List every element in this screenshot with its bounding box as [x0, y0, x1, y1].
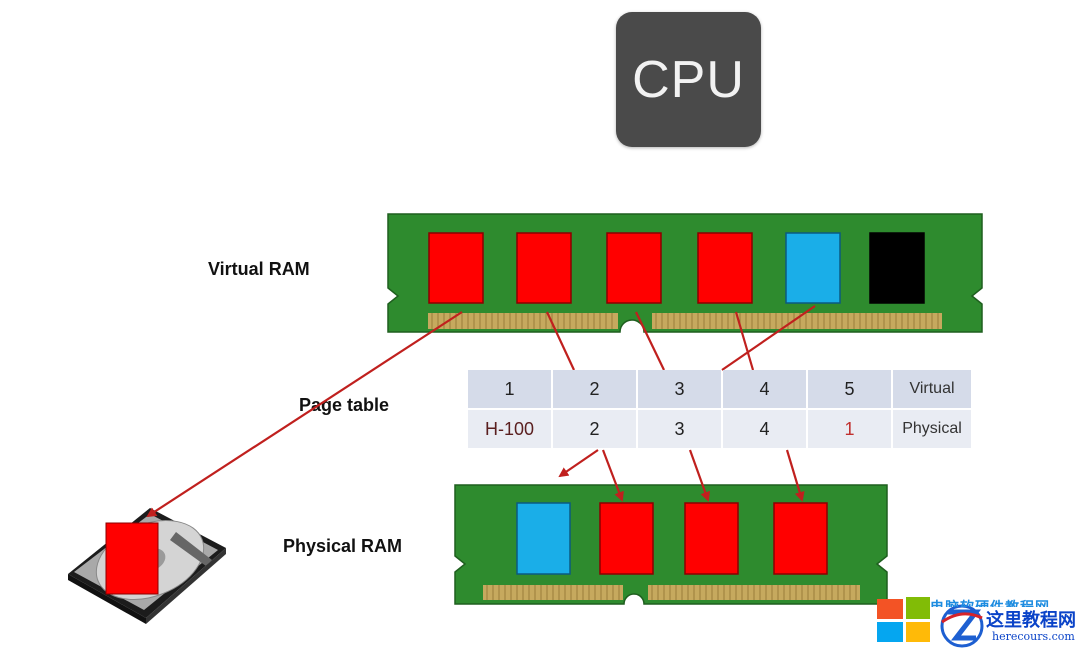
page-table-label: Page table [299, 395, 390, 415]
virtual-cell: 1 [468, 370, 551, 408]
disk-block [105, 522, 159, 595]
mapping-lines [146, 305, 816, 518]
windows-logo-icon [877, 597, 930, 642]
virtual-block-4 [697, 232, 753, 304]
page-table: 1 2 3 4 5 Virtual H-100 2 3 4 1 Physical [466, 368, 973, 450]
virtual-row-label: Virtual [893, 370, 971, 408]
virtual-cell: 2 [553, 370, 636, 408]
physical-block-3 [684, 502, 739, 575]
physical-cell: 4 [723, 410, 806, 448]
physical-block-1 [516, 502, 571, 575]
virtual-block-5 [785, 232, 841, 304]
page-table-virtual-row: 1 2 3 4 5 Virtual [468, 370, 971, 408]
physical-cell: H-100 [468, 410, 551, 448]
physical-cell: 2 [553, 410, 636, 448]
physical-row-label: Physical [893, 410, 971, 448]
physical-cell: 1 [808, 410, 891, 448]
physical-cell: 3 [638, 410, 721, 448]
virtual-ram-label: Virtual RAM [208, 259, 310, 279]
physical-ram-label: Physical RAM [283, 536, 403, 556]
virtual-cell: 4 [723, 370, 806, 408]
watermark-name: 这里教程网 [986, 610, 1076, 631]
hard-disk-icon [68, 508, 226, 624]
watermark-top-text: 电脑软硬件教程网 [930, 597, 1050, 607]
virtual-cell: 3 [638, 370, 721, 408]
virtual-block-2 [516, 232, 572, 304]
watermark-logo-icon [940, 604, 984, 648]
virtual-block-1 [428, 232, 484, 304]
virtual-block-3 [606, 232, 662, 304]
virtual-cell: 5 [808, 370, 891, 408]
page-table-physical-row: H-100 2 3 4 1 Physical [468, 410, 971, 448]
watermark-url: herecours.com [992, 630, 1075, 643]
physical-ram-module [454, 484, 888, 605]
physical-block-4 [773, 502, 828, 575]
cpu-label: CPU [632, 50, 745, 109]
cpu-box: CPU [616, 12, 761, 147]
physical-block-2 [599, 502, 654, 575]
virtual-ram-module [387, 213, 983, 333]
virtual-block-6 [869, 232, 925, 304]
